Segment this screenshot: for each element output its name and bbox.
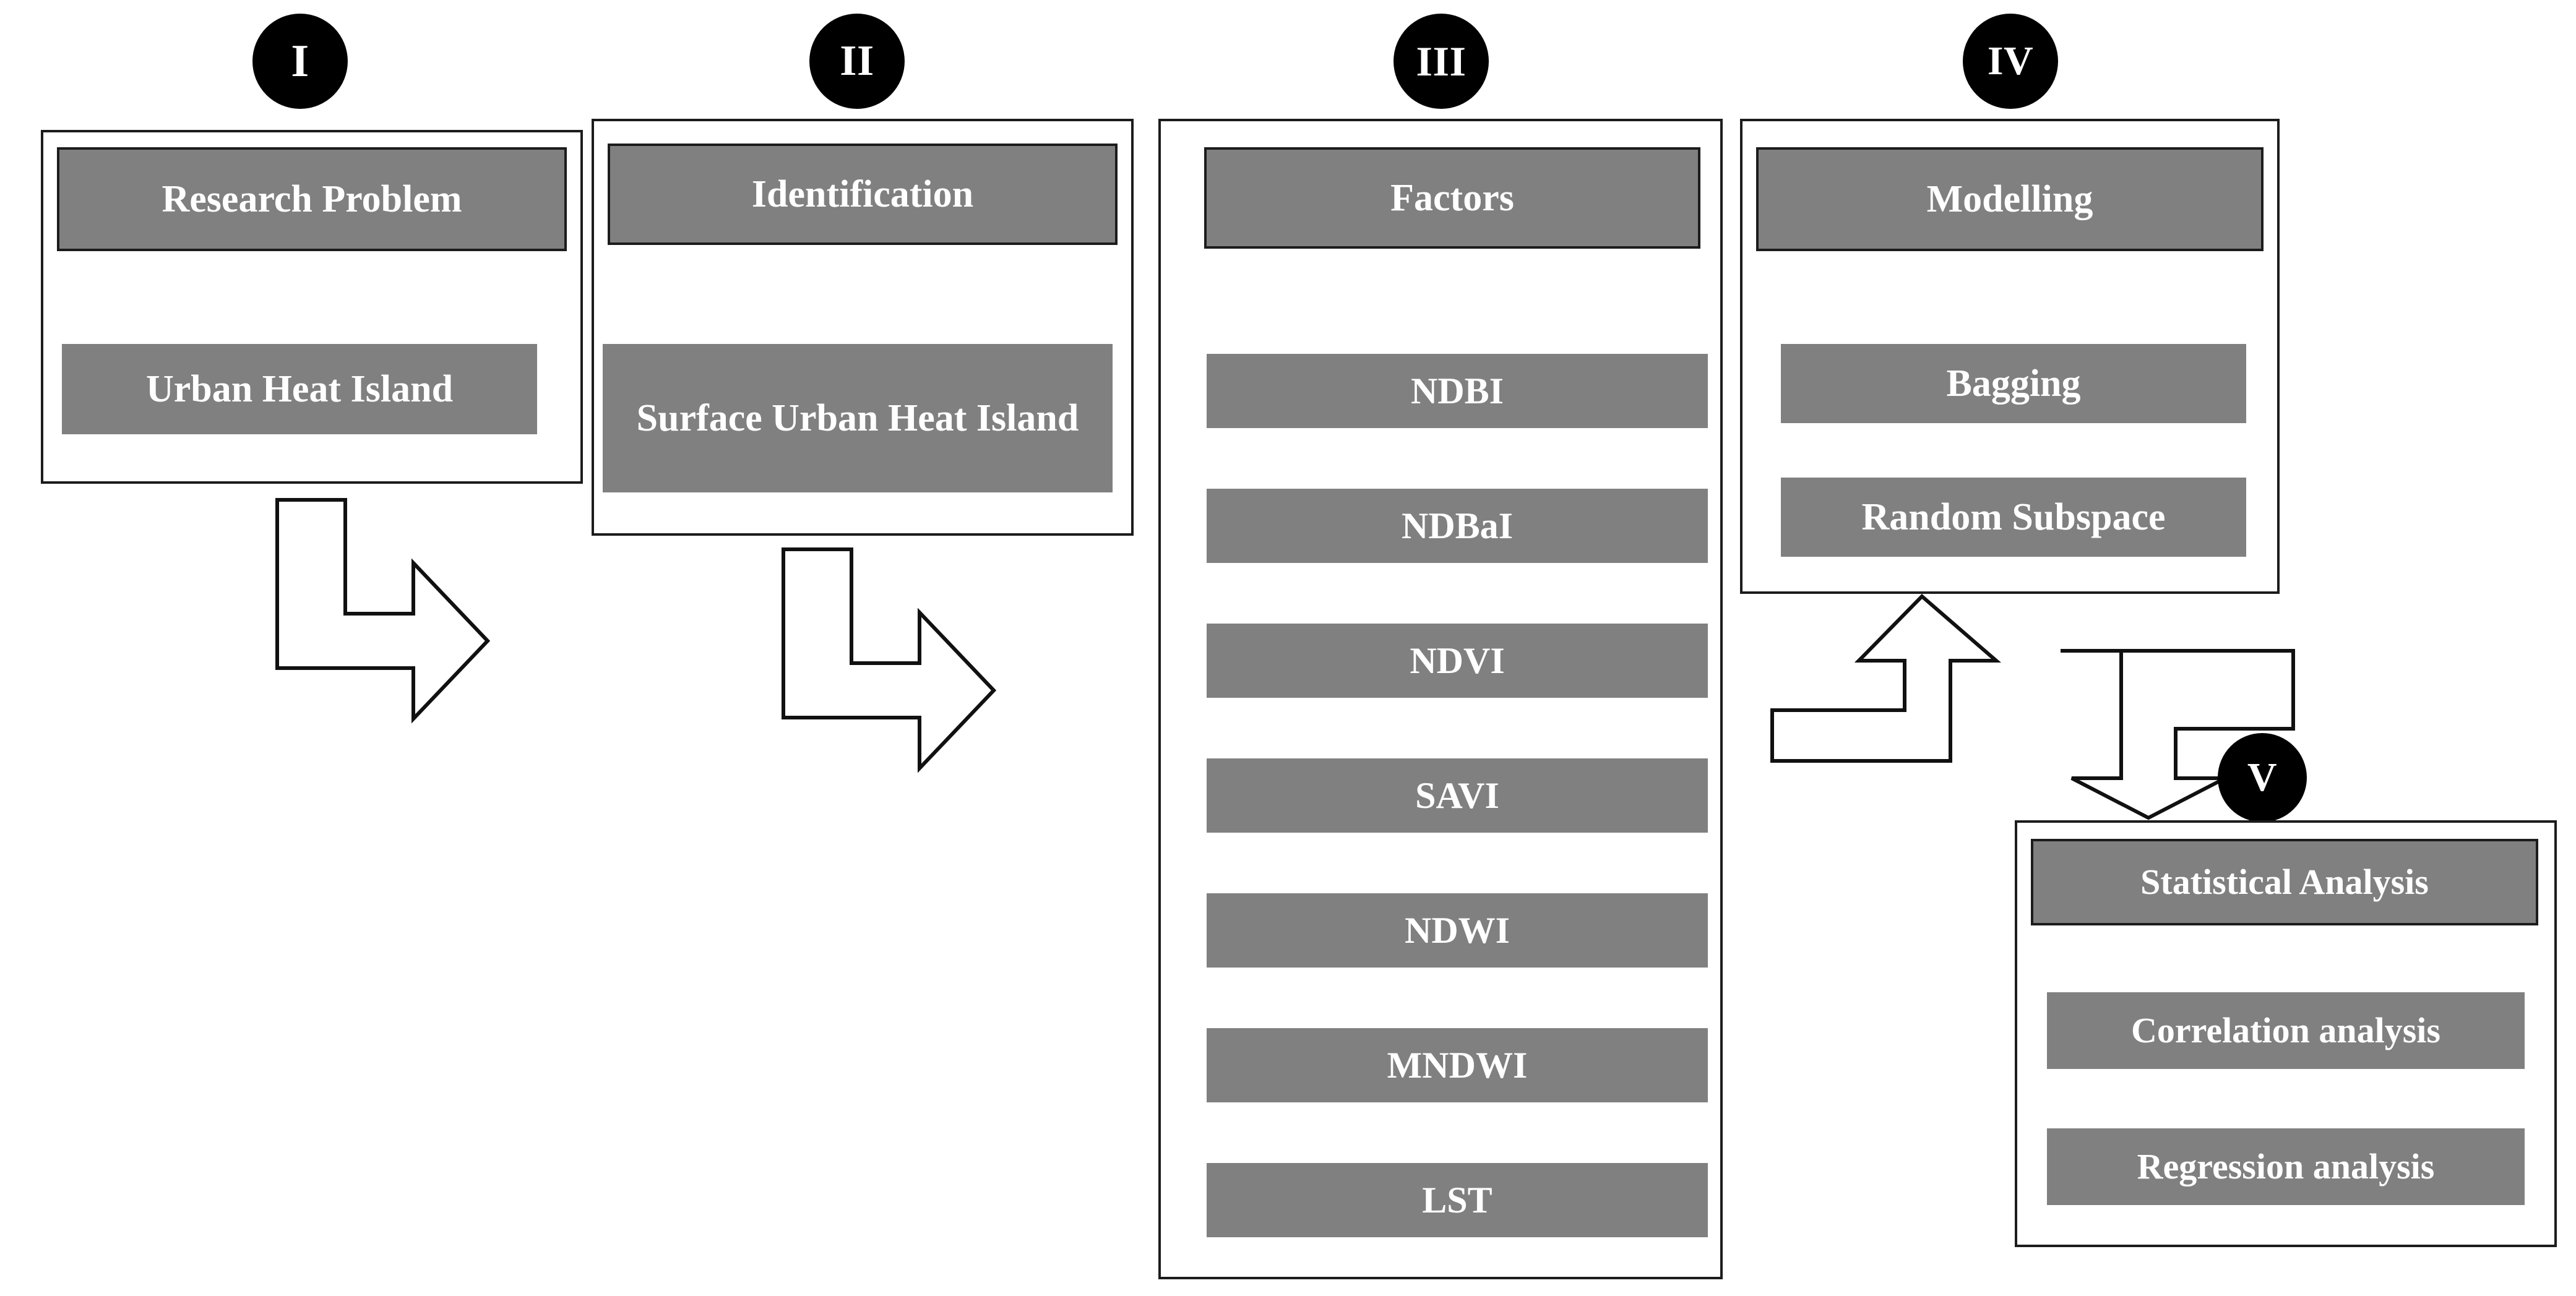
stage-2-header-bar[interactable]: Identification bbox=[608, 144, 1118, 245]
stage-badge-1-label: I bbox=[291, 36, 309, 87]
stage-badge-5: V bbox=[2218, 733, 2307, 822]
stage-4-header-bar[interactable]: Modelling bbox=[1756, 147, 2264, 251]
stage-3-item-1-label: NDBaI bbox=[1401, 505, 1514, 546]
stage-3-item-5[interactable]: MNDWI bbox=[1207, 1028, 1708, 1102]
stage-5-item-0[interactable]: Correlation analysis bbox=[2047, 992, 2525, 1069]
stage-5-item-1-label: Regression analysis bbox=[2137, 1146, 2435, 1187]
stage-badge-2: II bbox=[809, 14, 905, 109]
arrow-stage1-to-stage2 bbox=[272, 495, 495, 724]
stage-3-item-5-label: MNDWI bbox=[1387, 1044, 1528, 1086]
stage-1-item-0[interactable]: Urban Heat Island bbox=[62, 344, 537, 434]
stage-2-header-label: Identification bbox=[751, 173, 974, 215]
stage-badge-4: IV bbox=[1963, 14, 2058, 109]
stage-badge-2-label: II bbox=[840, 37, 874, 85]
stage-3-item-6[interactable]: LST bbox=[1207, 1163, 1708, 1237]
arrow-stage3-to-stage4 bbox=[1767, 593, 2009, 766]
stage-4-item-1-label: Random Subspace bbox=[1861, 496, 2166, 538]
stage-3-item-1[interactable]: NDBaI bbox=[1207, 489, 1708, 563]
stage-4-item-0[interactable]: Bagging bbox=[1781, 344, 2246, 423]
stage-panel-3[interactable] bbox=[1158, 119, 1723, 1279]
stage-1-item-0-label: Urban Heat Island bbox=[145, 367, 454, 410]
stage-3-header-label: Factors bbox=[1390, 176, 1514, 219]
stage-badge-3-label: III bbox=[1416, 38, 1467, 85]
stage-4-item-1[interactable]: Random Subspace bbox=[1781, 478, 2246, 557]
stage-1-header-label: Research Problem bbox=[162, 178, 462, 220]
stage-3-item-0[interactable]: NDBI bbox=[1207, 354, 1708, 428]
stage-4-header-label: Modelling bbox=[1926, 178, 2093, 220]
stage-badge-3: III bbox=[1394, 14, 1489, 109]
stage-3-item-3[interactable]: SAVI bbox=[1207, 758, 1708, 833]
stage-3-item-3-label: SAVI bbox=[1415, 775, 1499, 816]
stage-3-item-4-label: NDWI bbox=[1404, 909, 1510, 951]
stage-3-item-2[interactable]: NDVI bbox=[1207, 624, 1708, 698]
stage-badge-4-label: IV bbox=[1987, 38, 2034, 84]
stage-2-item-0-label: Surface Urban Heat Island bbox=[636, 397, 1079, 439]
stage-2-item-0[interactable]: Surface Urban Heat Island bbox=[603, 344, 1113, 492]
stage-badge-1: I bbox=[252, 14, 348, 109]
arrow-stage2-to-stage3 bbox=[778, 544, 1001, 773]
stage-5-item-1[interactable]: Regression analysis bbox=[2047, 1128, 2525, 1205]
stage-4-item-0-label: Bagging bbox=[1946, 362, 2081, 405]
stage-1-header-bar[interactable]: Research Problem bbox=[57, 147, 567, 251]
stage-3-header-bar[interactable]: Factors bbox=[1204, 147, 1700, 249]
stage-5-header-label: Statistical Analysis bbox=[2140, 861, 2429, 902]
stage-5-header-bar[interactable]: Statistical Analysis bbox=[2031, 839, 2538, 925]
stage-3-item-4[interactable]: NDWI bbox=[1207, 893, 1708, 968]
stage-3-item-6-label: LST bbox=[1422, 1179, 1493, 1221]
stage-badge-5-label: V bbox=[2247, 755, 2278, 800]
stage-3-item-2-label: NDVI bbox=[1410, 640, 1505, 681]
stage-5-item-0-label: Correlation analysis bbox=[2131, 1010, 2440, 1050]
stage-3-item-0-label: NDBI bbox=[1410, 370, 1504, 411]
